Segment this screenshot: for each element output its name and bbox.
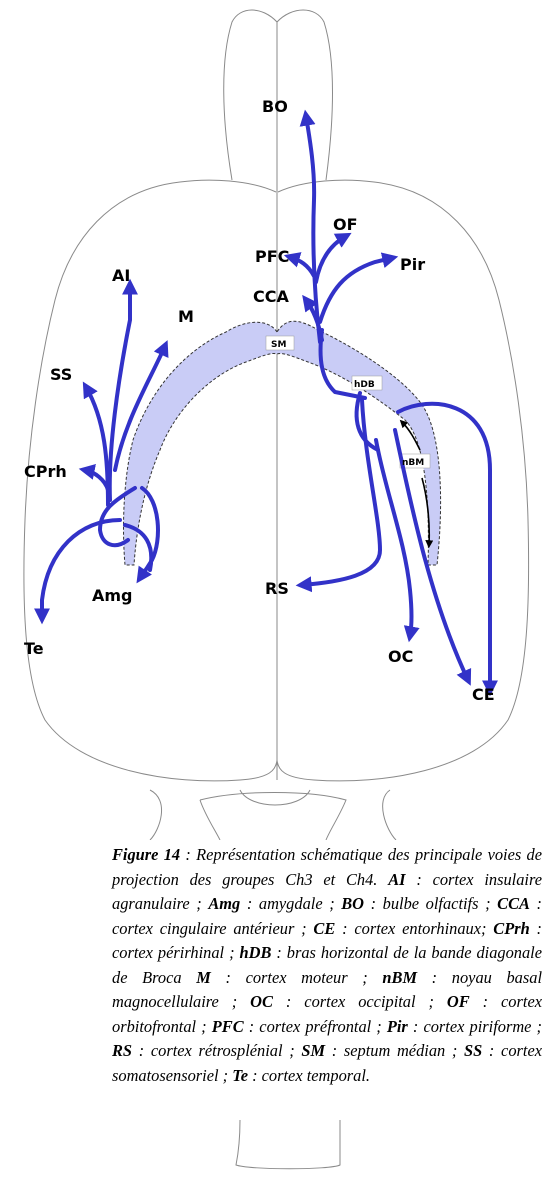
label-BO: BO bbox=[262, 97, 288, 116]
brain-projection-diagram: BO OF PFC Pir CCA AI M SS SM hDB nBM CPr… bbox=[0, 0, 546, 840]
label-SM: SM bbox=[271, 340, 286, 350]
pathway-to-AI bbox=[110, 285, 130, 500]
basal-forebrain-region bbox=[124, 321, 441, 565]
caption-abbr-M: M bbox=[196, 968, 211, 987]
caption-abbr-Pir: Pir bbox=[387, 1017, 408, 1036]
caption-def-Pir: : cortex piriforme ; bbox=[408, 1017, 542, 1036]
pathway-to-PFC bbox=[290, 257, 314, 276]
label-Amg: Amg bbox=[92, 586, 133, 605]
pathway-to-OF bbox=[316, 236, 346, 282]
label-CPrh: CPrh bbox=[24, 462, 67, 481]
label-OC: OC bbox=[388, 647, 413, 666]
caption-def-BO: : bulbe olfactifs ; bbox=[364, 894, 497, 913]
label-CCA: CCA bbox=[253, 287, 289, 306]
pathway-to-CPrh bbox=[85, 470, 108, 490]
caption-def-SM: : septum médian ; bbox=[325, 1041, 464, 1060]
label-hDB: hDB bbox=[354, 380, 375, 390]
caption-def-RS: : cortex rétrosplénial ; bbox=[132, 1041, 301, 1060]
pathway-to-Pir bbox=[320, 258, 392, 322]
caption-def-CE: : cortex entorhinaux; bbox=[335, 919, 493, 938]
label-M: M bbox=[178, 307, 194, 326]
caption-abbr-RS: RS bbox=[112, 1041, 132, 1060]
caption-abbr-PFC: PFC bbox=[212, 1017, 244, 1036]
cerebellum bbox=[150, 790, 396, 840]
caption-abbr-CCA: CCA bbox=[497, 894, 530, 913]
caption-abbr-nBM: nBM bbox=[382, 968, 417, 987]
label-Te: Te bbox=[24, 639, 44, 658]
label-Pir: Pir bbox=[400, 255, 425, 274]
label-PFC: PFC bbox=[255, 247, 289, 266]
caption-abbr-AI: AI bbox=[388, 870, 405, 889]
olfactory-bulb-left bbox=[224, 10, 277, 180]
caption-def-PFC: : cortex préfrontal ; bbox=[244, 1017, 387, 1036]
olfactory-bulb-right bbox=[277, 10, 333, 180]
caption-abbr-hDB: hDB bbox=[240, 943, 272, 962]
label-AI: AI bbox=[112, 266, 130, 285]
label-CE: CE bbox=[472, 685, 495, 704]
figure-caption: Figure 14 : Représentation schématique d… bbox=[112, 843, 542, 1088]
caption-abbr-OC: OC bbox=[250, 992, 273, 1011]
caption-figure-label: Figure 14 bbox=[112, 845, 180, 864]
caption-abbr-SM: SM bbox=[301, 1041, 325, 1060]
caption-abbr-CE: CE bbox=[313, 919, 335, 938]
pathway-to-OC bbox=[376, 440, 412, 636]
caption-def-OC: : cortex occipital ; bbox=[273, 992, 447, 1011]
caption-def-Te: : cortex temporal. bbox=[248, 1066, 370, 1085]
caption-abbr-OF: OF bbox=[447, 992, 470, 1011]
caption-abbr-BO: BO bbox=[341, 894, 364, 913]
label-RS: RS bbox=[265, 579, 289, 598]
caption-def-M: : cortex moteur ; bbox=[211, 968, 383, 987]
caption-abbr-CPrh: CPrh bbox=[493, 919, 529, 938]
spinal-cord-outline bbox=[0, 1120, 546, 1180]
caption-abbr-SS: SS bbox=[464, 1041, 482, 1060]
caption-abbr-Amg: Amg bbox=[208, 894, 240, 913]
caption-def-Amg: : amygdale ; bbox=[240, 894, 341, 913]
caption-abbr-Te: Te bbox=[232, 1066, 248, 1085]
label-nBM: nBM bbox=[402, 458, 424, 468]
pathway-to-SS bbox=[86, 387, 108, 505]
label-OF: OF bbox=[333, 215, 358, 234]
pathway-to-RS bbox=[302, 400, 380, 585]
label-SS: SS bbox=[50, 365, 72, 384]
